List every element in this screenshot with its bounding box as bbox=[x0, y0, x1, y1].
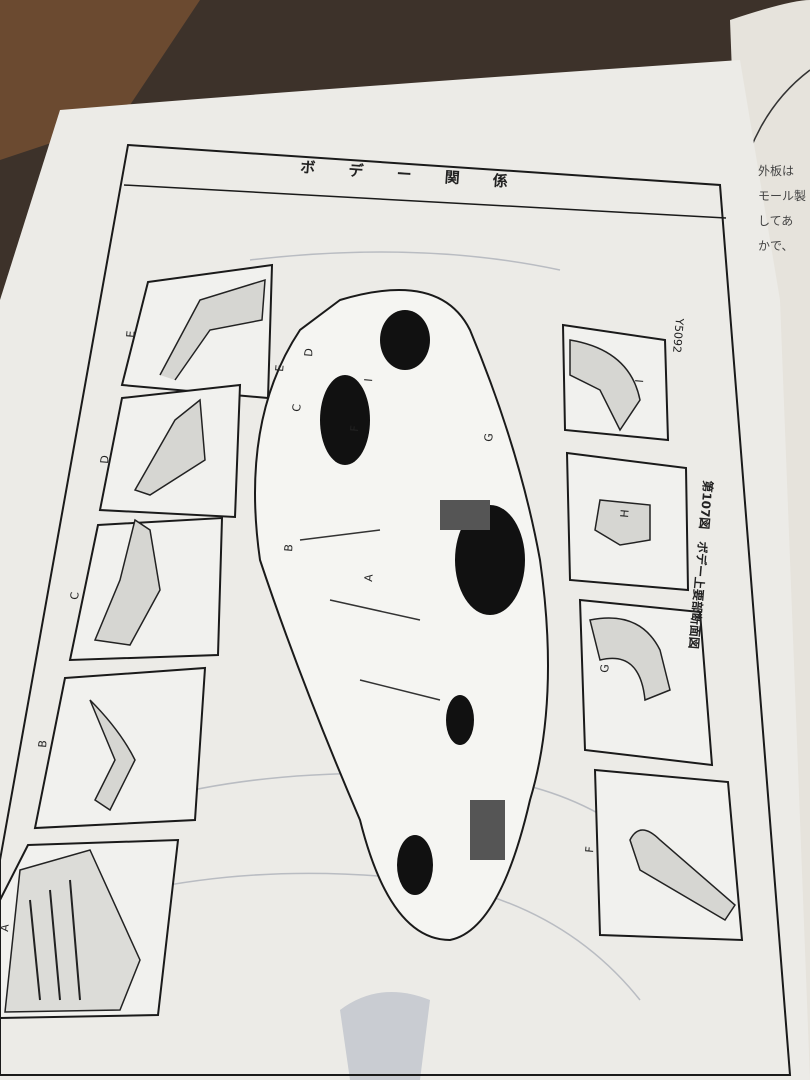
section-panel-f bbox=[593, 768, 744, 942]
callout-c: C bbox=[290, 403, 304, 412]
section-panel-g bbox=[578, 598, 714, 767]
section-panel-i bbox=[561, 323, 670, 442]
table-surface bbox=[0, 0, 200, 160]
next-page-text: 外板は モール製 してあ かで、 bbox=[758, 164, 806, 253]
panel-label-c: C bbox=[68, 591, 82, 600]
next-page-line: してあ bbox=[758, 214, 793, 228]
next-page-line: 外板は bbox=[758, 164, 794, 178]
panel-label-e: E bbox=[124, 330, 138, 338]
panel-label-g: G bbox=[598, 664, 612, 674]
next-page-frame bbox=[749, 69, 810, 151]
callout-e: E bbox=[273, 364, 287, 372]
header-rule bbox=[123, 184, 727, 219]
drawing-code: Y5092 bbox=[670, 317, 686, 354]
page-frame bbox=[0, 143, 792, 1076]
next-page-line: かで、 bbox=[758, 239, 794, 253]
section-panel-d bbox=[98, 383, 242, 519]
callout-d: D bbox=[302, 348, 316, 358]
section-panel-c bbox=[68, 516, 224, 662]
callout-i: I bbox=[362, 378, 375, 382]
callout-f: F bbox=[348, 425, 362, 432]
callout-g: G bbox=[482, 433, 496, 443]
callout-b: B bbox=[282, 544, 296, 553]
section-panel-h bbox=[565, 451, 690, 592]
panel-label-f: F bbox=[583, 846, 597, 853]
car-callout-labels: E D C B A F G I bbox=[273, 348, 496, 583]
panel-label-b: B bbox=[36, 740, 50, 749]
panel-label-h: H bbox=[618, 509, 632, 518]
section-panel-a bbox=[0, 838, 180, 1020]
panel-label-i: I bbox=[633, 379, 646, 383]
panel-label-a: A bbox=[0, 923, 12, 932]
callout-a: A bbox=[362, 573, 376, 582]
next-page-line: モール製 bbox=[758, 189, 806, 203]
car-body-illustration bbox=[254, 289, 549, 942]
panel-label-d: D bbox=[98, 455, 112, 465]
section-panel-b bbox=[33, 666, 207, 830]
